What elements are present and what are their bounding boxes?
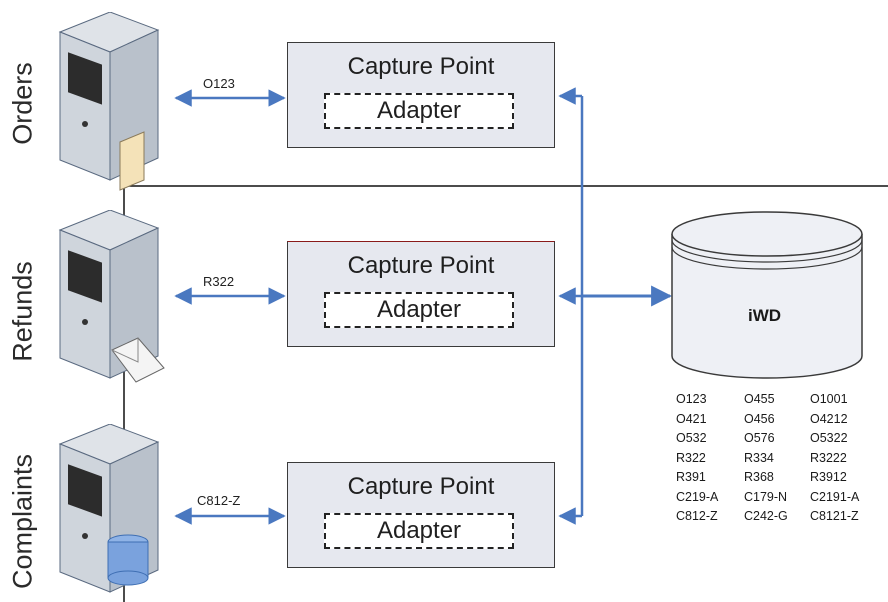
id-column-2: O455 O456 O576 R334 R368 C179-N C242-G: [744, 390, 788, 527]
id-cell: O5322: [810, 431, 848, 445]
source-label-orders: Orders: [7, 62, 38, 145]
connection-label-orders: O123: [203, 76, 235, 91]
complaints-server-icon: [58, 424, 160, 593]
id-column-1: O123 O421 O532 R322 R391 C219-A C812-Z: [676, 390, 718, 527]
capture-point-refunds: Capture Point Adapter: [287, 241, 555, 347]
capture-point-orders: Capture Point Adapter: [287, 42, 555, 148]
id-cell: C2191-A: [810, 489, 860, 504]
id-cell: C179-N: [744, 489, 788, 504]
capture-point-title: Capture Point: [347, 473, 495, 500]
adapter-box: Adapter: [324, 513, 514, 549]
orders-server-icon: [58, 12, 160, 191]
source-label-complaints: Complaints: [7, 453, 38, 590]
id-cell: O455: [744, 392, 775, 406]
id-cell: O421: [676, 411, 707, 426]
id-cell: O532: [676, 431, 707, 445]
capture-point-complaints: Capture Point Adapter: [287, 462, 555, 568]
id-cell: R368: [744, 470, 774, 484]
adapter-box: Adapter: [324, 292, 514, 328]
id-cell: C812-Z: [676, 509, 718, 523]
id-cell: R334: [744, 450, 774, 465]
connection-label-refunds: R322: [203, 274, 235, 289]
database-icon: [671, 211, 863, 379]
id-cell: O4212: [810, 411, 848, 426]
refunds-server-icon: [58, 210, 165, 383]
id-cell: O456: [744, 411, 775, 426]
id-cell: C242-G: [744, 509, 788, 523]
id-cell: C219-A: [676, 489, 719, 504]
source-label-refunds: Refunds: [7, 261, 38, 362]
adapter-box: Adapter: [324, 93, 514, 129]
id-cell: O576: [744, 431, 775, 445]
capture-point-title: Capture Point: [347, 252, 495, 279]
id-cell: R3222: [810, 450, 847, 465]
capture-point-title: Capture Point: [347, 53, 495, 80]
connection-label-complaints: C812-Z: [197, 493, 241, 508]
id-cell: R391: [676, 470, 706, 484]
id-column-3: O1001 O4212 O5322 R3222 R3912 C2191-A C8…: [810, 390, 859, 527]
id-cell: O123: [676, 392, 707, 406]
id-cell: O1001: [810, 392, 848, 406]
id-cell: R322: [676, 450, 706, 465]
id-cell: C8121-Z: [810, 509, 859, 523]
database-label: iWD: [748, 306, 782, 325]
id-cell: R3912: [810, 470, 847, 484]
